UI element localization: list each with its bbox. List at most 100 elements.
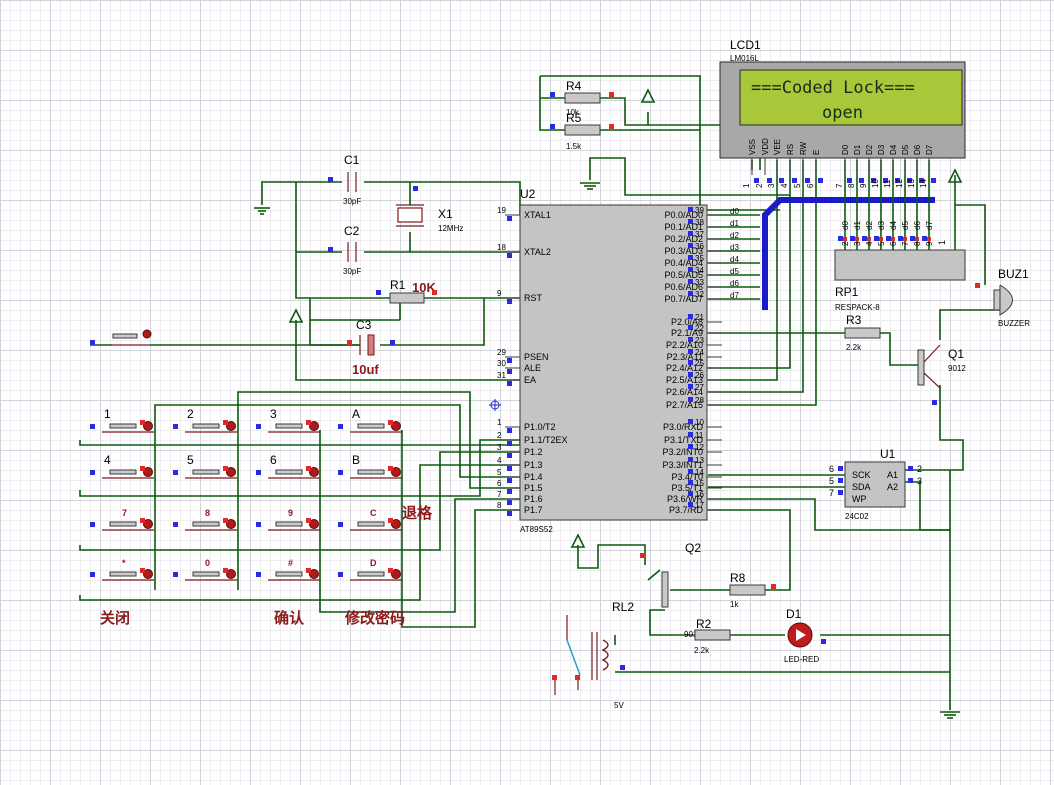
keypad-key-8[interactable]: B <box>338 453 402 479</box>
keypad-key-6[interactable]: 5 <box>173 453 237 479</box>
rp1-pin-number: 7 <box>901 241 910 246</box>
key-actuator <box>109 423 137 429</box>
lcd-pin-name: D0 <box>841 144 850 155</box>
key-pin-marker <box>223 466 228 471</box>
c1-ref: C1 <box>344 153 360 167</box>
keypad-key-5[interactable]: 4 <box>90 453 154 479</box>
keypad-key-2[interactable]: 2 <box>173 407 237 433</box>
rl2-value: 5V <box>614 701 624 710</box>
relay-rl2[interactable]: RL2 5V <box>552 600 634 710</box>
key-pin-marker <box>140 466 145 471</box>
rp1-pin-marker <box>850 236 855 241</box>
crystal-x1[interactable]: X1 12MHz <box>396 186 463 233</box>
keypad-key-9[interactable]: 7 <box>90 508 154 531</box>
mcu-pin-marker <box>688 325 693 330</box>
mcu-pin-name: P2.1/A9 <box>671 328 703 338</box>
c2-ref: C2 <box>344 224 360 238</box>
resistor-r5[interactable]: R5 1.5k <box>550 111 614 151</box>
buzzer-buz1[interactable]: BUZ1 BUZZER <box>975 267 1030 328</box>
resistor-r3[interactable]: R3 2.2k <box>844 313 881 352</box>
key-actuator <box>357 423 385 429</box>
keypad-key-16[interactable]: D <box>338 558 402 581</box>
resistor-r2[interactable]: R2 2.2k <box>694 617 731 655</box>
lcd-pin-name: E <box>812 150 821 155</box>
mcu-pin-name: P3.2/INT0 <box>662 447 703 457</box>
key-pin-marker <box>173 572 178 577</box>
mcu-pin-name: P1.7 <box>524 505 543 515</box>
mcu-pin-name: P0.4/AD4 <box>664 258 703 268</box>
keypad-key-12[interactable]: C <box>338 508 402 531</box>
mcu-pin-name: P1.4 <box>524 472 543 482</box>
mcu-pin-marker <box>688 243 693 248</box>
mcu-pin-name: P3.4/T0 <box>671 472 703 482</box>
resistor-r4[interactable]: R4 10k <box>550 79 614 117</box>
mcu-pin-marker <box>688 267 693 272</box>
key-knob <box>309 421 319 431</box>
mcu-pin-name: P3.7/RD <box>669 505 704 515</box>
transistor-q1[interactable]: Q1 9012 <box>917 344 966 405</box>
keypad-key-7[interactable]: 6 <box>256 453 320 479</box>
keypad-key-14[interactable]: 0 <box>173 558 237 581</box>
keypad-key-3[interactable]: 3 <box>256 407 320 433</box>
power-terminal-3 <box>947 168 963 183</box>
mcu-pin-name: P0.0/AD0 <box>664 210 703 220</box>
capacitor-c2[interactable]: C2 30pF <box>328 224 361 276</box>
lcd-pin-net: 9 <box>859 183 868 188</box>
keypad-key-11[interactable]: 9 <box>256 508 320 531</box>
c3-ref: C3 <box>356 318 372 332</box>
rp1-pin-marker <box>898 236 903 241</box>
keypad-key-10[interactable]: 8 <box>173 508 237 531</box>
key-label: * <box>122 558 126 568</box>
rp1-pin-number: 5 <box>877 241 886 246</box>
key-actuator <box>275 571 303 577</box>
mcu-pin-number: 13 <box>695 456 704 465</box>
transistor-q2[interactable]: Q2 9012 <box>640 541 702 639</box>
mcu-pin-number: 29 <box>497 348 506 357</box>
capacitor-c3[interactable]: C3 10uf <box>347 318 395 377</box>
mcu-pin-name: P3.1/TXD <box>664 435 704 445</box>
led-d1[interactable]: D1 LED-RED <box>784 607 826 664</box>
capacitor-c1[interactable]: C1 30pF <box>328 153 361 206</box>
power-terminal-2 <box>640 88 656 103</box>
u1-model: 24C02 <box>845 512 869 521</box>
mcu-u2[interactable]: XTAL119XTAL218RST9PSEN29ALE30EA31P1.0/T2… <box>497 187 739 534</box>
eeprom-u1[interactable]: SCK SDA WP A1 A2 6 5 7 2 3 U1 24C02 <box>829 447 922 521</box>
mcu-pin-name: P0.1/AD1 <box>664 222 703 232</box>
lcd-pin-marker <box>871 178 876 183</box>
key-pin-marker <box>90 572 95 577</box>
lcd-pin-net: 14 <box>919 179 928 188</box>
keypad-key-1[interactable]: 1 <box>90 407 154 433</box>
mcu-pin-number: 9 <box>497 289 502 298</box>
mcu-pin-marker <box>507 500 512 505</box>
rp1-ref: RP1 <box>835 285 859 299</box>
lcd-display[interactable]: ===Coded Lock=== open LCD1 LM016L VSS1VD… <box>719 38 966 188</box>
resistor-r1[interactable]: R1 10K <box>376 278 437 304</box>
r4-ref: R4 <box>566 79 582 93</box>
lcd-pin-marker <box>919 178 924 183</box>
key-knob <box>309 467 319 477</box>
lcd-pin-net: 13 <box>907 179 916 188</box>
mcu-pin-number: 25 <box>695 359 704 368</box>
reset-button[interactable] <box>90 329 152 346</box>
key-knob <box>226 569 236 579</box>
key-actuator <box>192 423 220 429</box>
key-pin-marker <box>173 470 178 475</box>
c3-value: 10uf <box>352 362 379 377</box>
key-label: 6 <box>270 453 277 467</box>
mcu-pin-marker <box>507 511 512 516</box>
ground-symbol-2 <box>580 182 600 190</box>
mcu-pin-name: XTAL2 <box>524 247 551 257</box>
mcu-pin-marker <box>688 397 693 402</box>
r1-ref: R1 <box>390 278 406 292</box>
mcu-pin-number: 11 <box>695 431 704 440</box>
rp1-pin-marker <box>855 237 859 241</box>
keypad-key-15[interactable]: # <box>256 558 320 581</box>
annotation-close: 关闭 <box>100 609 130 627</box>
keypad-key-13[interactable]: * <box>90 558 154 581</box>
mcu-pin-name: P0.5/AD5 <box>664 270 703 280</box>
resistor-r8[interactable]: R8 1k <box>729 571 776 609</box>
mcu-pin-number: 27 <box>695 383 704 392</box>
keypad-key-4[interactable]: A <box>338 407 402 433</box>
rp1-pin-number: 6 <box>889 241 898 246</box>
